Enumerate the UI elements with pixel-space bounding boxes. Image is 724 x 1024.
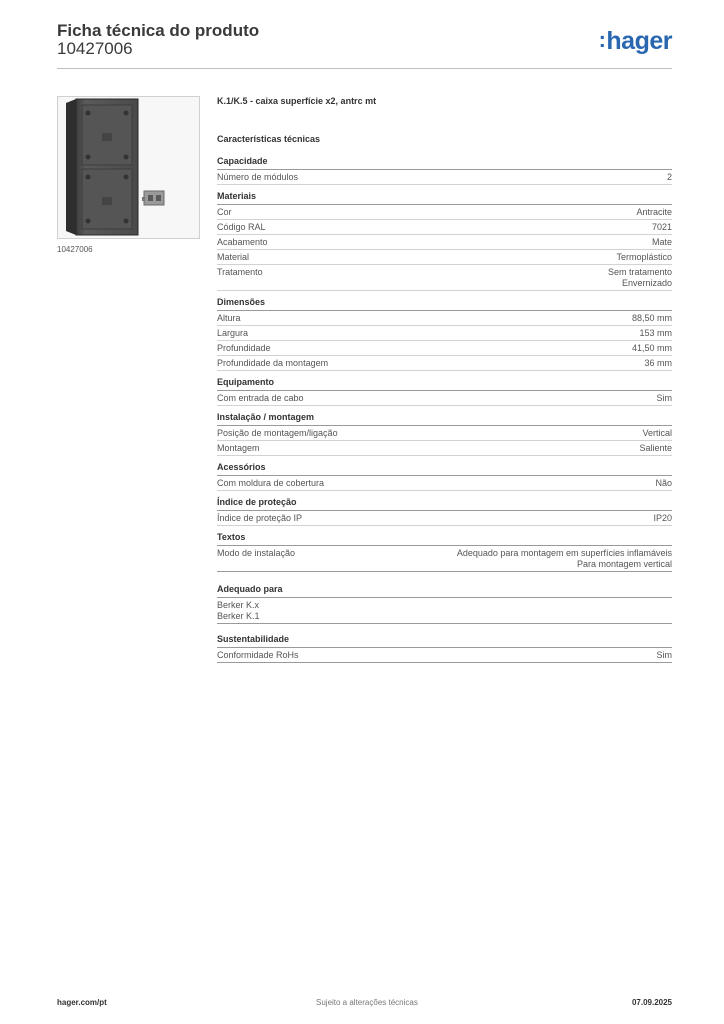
spec-label: Acabamento — [217, 237, 268, 247]
footer-note: Sujeito a alterações técnicas — [316, 998, 418, 1007]
section-title: Textos — [217, 532, 672, 546]
section-title: Índice de proteção — [217, 497, 672, 511]
spec-value: 7021 — [651, 222, 672, 232]
spec-label: Largura — [217, 328, 249, 338]
spec-row: Número de módulos 2 — [217, 170, 672, 185]
product-image — [57, 96, 200, 239]
footer-date: 07.09.2025 — [631, 998, 672, 1007]
spec-value: Termoplástico — [616, 252, 672, 262]
junction-box-illustration — [66, 98, 165, 236]
spec-content: K.1/K.5 - caixa superfície x2, antrc mt … — [217, 96, 672, 669]
spec-value: 36 mm — [644, 358, 672, 368]
spec-label: Cor — [217, 207, 232, 217]
spec-row: Com moldura de cobertura Não — [217, 476, 672, 491]
spec-label: Posição de montagem/ligação — [217, 428, 338, 438]
spec-value: 41,50 mm — [631, 343, 672, 353]
spec-row: Profundidade da montagem 36 mm — [217, 356, 672, 371]
section-title: Capacidade — [217, 156, 672, 170]
section-title: Instalação / montagem — [217, 412, 672, 426]
spec-value: Não — [655, 478, 672, 488]
spec-label: Montagem — [217, 443, 260, 453]
logo-dots-icon: : — [598, 27, 606, 52]
section-sustainability: Sustentabilidade Conformidade RoHs Sim — [217, 634, 672, 663]
spec-label: Material — [217, 252, 250, 262]
spec-label: Com entrada de cabo — [217, 393, 304, 403]
image-caption: 10427006 — [57, 245, 93, 254]
spec-value: Sim — [656, 650, 673, 660]
spec-value: IP20 — [653, 513, 672, 523]
spec-row: Material Termoplástico — [217, 250, 672, 265]
suitable-for-item: Berker K.1 — [217, 611, 260, 621]
product-code: 10427006 — [57, 39, 133, 58]
spec-label: Profundidade — [217, 343, 271, 353]
spec-label: Modo de instalação — [217, 548, 296, 558]
spec-label: Índice de proteção IP — [217, 513, 303, 523]
spec-row: Com entrada de cabo Sim — [217, 391, 672, 406]
spec-label: Código RAL — [217, 222, 266, 232]
spec-value: 88,50 mm — [631, 313, 672, 323]
hager-logo: :hager — [598, 27, 673, 56]
tech-heading: Características técnicas — [217, 134, 321, 144]
spec-row: Montagem Saliente — [217, 441, 672, 456]
section-title: Acessórios — [217, 462, 672, 476]
spec-value: Sem tratamento Envernizado — [607, 267, 672, 288]
logo-text: hager — [606, 27, 672, 55]
spec-label: Tratamento — [217, 267, 263, 277]
section-title: Equipamento — [217, 377, 672, 391]
spec-value: Antracite — [636, 207, 672, 217]
page-title: Ficha técnica do produto — [57, 21, 260, 40]
spec-label: Com moldura de cobertura — [217, 478, 325, 488]
spec-row: Tratamento Sem tratamento Envernizado — [217, 265, 672, 291]
footer-website: hager.com/pt — [57, 998, 107, 1007]
section-title: Materiais — [217, 191, 672, 205]
spec-value: Saliente — [639, 443, 672, 453]
suitable-for-list: Berker K.x Berker K.1 — [217, 598, 672, 624]
spec-label: Altura — [217, 313, 241, 323]
section-title: Sustentabilidade — [217, 634, 672, 648]
product-name: K.1/K.5 - caixa superfície x2, antrc mt — [217, 96, 377, 106]
spec-row: Cor Antracite — [217, 205, 672, 220]
spec-row: Modo de instalação Adequado para montagem… — [217, 546, 672, 572]
spec-row: Profundidade 41,50 mm — [217, 341, 672, 356]
header-divider — [57, 68, 672, 69]
spec-row: Largura 153 mm — [217, 326, 672, 341]
spec-label: Profundidade da montagem — [217, 358, 329, 368]
spec-row: Conformidade RoHs Sim — [217, 648, 672, 663]
spec-row: Acabamento Mate — [217, 235, 672, 250]
spec-label: Conformidade RoHs — [217, 650, 299, 660]
spec-value: 2 — [666, 172, 672, 182]
section-title: Dimensões — [217, 297, 672, 311]
spec-value: Mate — [651, 237, 672, 247]
spec-value: 153 mm — [639, 328, 672, 338]
section-title: Adequado para — [217, 584, 672, 598]
spec-value: Adequado para montagem em superfícies in… — [456, 548, 672, 569]
spec-label: Número de módulos — [217, 172, 299, 182]
suitable-for-item: Berker K.x — [217, 600, 260, 610]
spec-value: Vertical — [642, 428, 672, 438]
spec-row: Posição de montagem/ligação Vertical — [217, 426, 672, 441]
spec-value: Sim — [656, 393, 673, 403]
spec-row: Índice de proteção IP IP20 — [217, 511, 672, 526]
spec-row: Código RAL 7021 — [217, 220, 672, 235]
section-suitable-for: Adequado para Berker K.x Berker K.1 — [217, 584, 672, 624]
spec-row: Altura 88,50 mm — [217, 311, 672, 326]
